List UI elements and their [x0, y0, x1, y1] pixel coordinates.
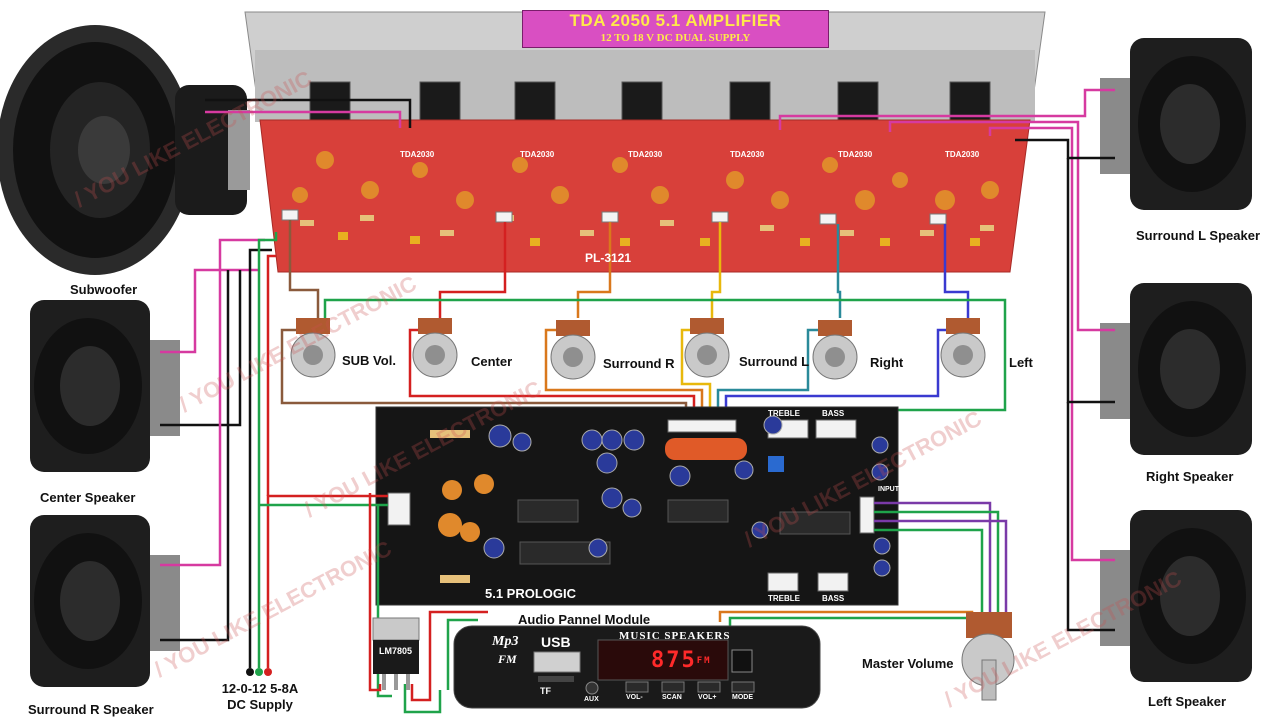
mp3-brand-2: FM [498, 652, 517, 666]
label-left-speaker: Left Speaker [1148, 694, 1227, 709]
bass-header-top [815, 419, 857, 439]
pot-label-right: Right [870, 355, 904, 370]
amplifier-subtitle: 12 TO 18 V DC DUAL SUPPLY [600, 32, 751, 44]
pot-label-surround-l: Surround L [739, 354, 810, 369]
vol-down-button[interactable]: VOL- [626, 694, 643, 701]
treble-header-bottom [767, 572, 799, 592]
supply-terminals [246, 668, 272, 676]
pot-left[interactable] [940, 318, 986, 378]
mp3-brand-1: Mp3 [492, 634, 519, 649]
chip-label: TDA2030 [628, 150, 663, 159]
amplifier-board [244, 11, 1046, 273]
chip-label: TDA2030 [730, 150, 765, 159]
led-display: 875FM [651, 648, 723, 674]
treble-label-bottom: TREBLE [768, 594, 800, 603]
pot-label-sub: SUB Vol. [342, 353, 396, 368]
scan-button[interactable]: SCAN [662, 694, 682, 701]
board-code: PL-3121 [585, 251, 632, 265]
module-input-header [667, 419, 737, 433]
pot-label-left: Left [1009, 355, 1033, 370]
supply-line-2: DC Supply [227, 697, 293, 712]
mode-button[interactable]: MODE [732, 694, 753, 701]
usb-label: USB [541, 634, 571, 650]
pot-right[interactable] [812, 320, 858, 380]
treble-label-top: TREBLE [768, 409, 800, 418]
input-header [859, 496, 875, 534]
regulator-label: LM7805 [379, 646, 413, 656]
usb-port [533, 651, 581, 673]
supply-line-1: 12-0-12 5-8A [221, 681, 299, 696]
mp3-panel [453, 625, 821, 709]
right-speaker [1100, 283, 1252, 455]
pot-wires [280, 220, 1007, 425]
module-name: Audio Pannel Module [518, 612, 651, 627]
surround-r-speaker [30, 515, 180, 687]
module-input-wires [874, 501, 1008, 615]
display-suffix: FM [696, 656, 712, 666]
pot-center[interactable] [412, 318, 458, 378]
chip-label: TDA2030 [400, 150, 435, 159]
power-header [387, 492, 411, 526]
speaker-wires [160, 88, 1115, 642]
master-volume-pot[interactable] [961, 612, 1015, 701]
supply-label: 12-0-12 5-8A DC Supply [208, 681, 312, 713]
surround-l-speaker [1100, 38, 1252, 210]
pot-sub[interactable] [290, 318, 336, 378]
bass-label-bottom: BASS [822, 594, 845, 603]
chip-label: TDA2030 [520, 150, 555, 159]
bass-label-top: BASS [822, 409, 845, 418]
lm7805-regulator [372, 617, 420, 690]
module-silk: 5.1 PROLOGIC [485, 586, 577, 601]
chip-label: TDA2030 [838, 150, 873, 159]
film-cap [665, 438, 747, 460]
master-volume-label: Master Volume [862, 656, 954, 671]
pot-label-surround-r: Surround R [603, 356, 675, 371]
input-label: INPUT [878, 486, 899, 493]
label-surround-r-speaker: Surround R Speaker [28, 702, 154, 717]
label-subwoofer: Subwoofer [70, 282, 138, 297]
amplifier-banner: TDA 2050 5.1 AMPLIFIER 12 TO 18 V DC DUA… [522, 10, 829, 48]
tf-label: TF [540, 686, 551, 696]
power-wires [248, 232, 974, 714]
pot-label-center: Center [471, 354, 513, 369]
label-center-speaker: Center Speaker [40, 490, 136, 505]
center-speaker [30, 300, 180, 472]
label-right-speaker: Right Speaker [1146, 469, 1234, 484]
display-value: 875 [651, 648, 697, 673]
mp3-title: MUSIC SPEAKERS [619, 630, 731, 642]
amp-components [292, 151, 999, 246]
bass-header-bottom [817, 572, 849, 592]
pot-surround-l[interactable] [684, 318, 730, 378]
chip-label: TDA2030 [945, 150, 980, 159]
pot-surround-r[interactable] [550, 320, 596, 380]
subwoofer-speaker [0, 25, 250, 275]
vol-up-button[interactable]: VOL+ [698, 694, 717, 701]
label-surround-l-speaker: Surround L Speaker [1136, 228, 1261, 243]
led-display-frame [597, 639, 729, 681]
amplifier-title: TDA 2050 5.1 AMPLIFIER [569, 11, 782, 30]
aux-label: AUX [584, 696, 599, 703]
